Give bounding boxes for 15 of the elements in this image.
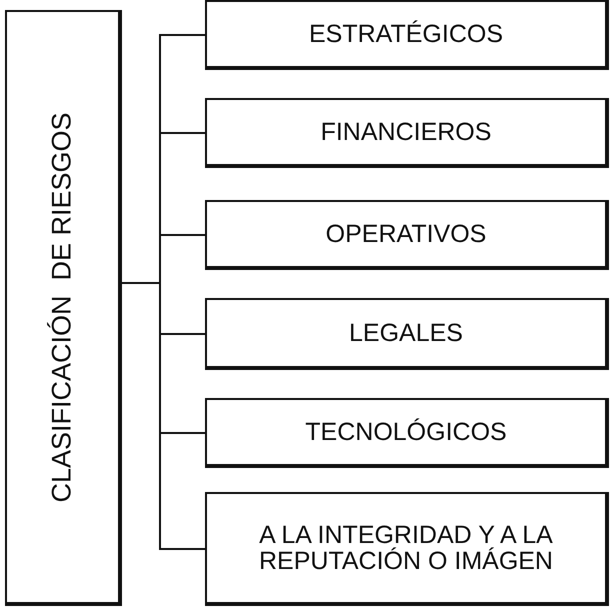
box-label: A LA INTEGRIDAD Y A LA REPUTACIÓN O IMÁGEN — [258, 522, 554, 574]
category-box — [205, 200, 609, 270]
category-box — [5, 10, 122, 606]
box-label: ESTRATÉGICOS — [308, 20, 503, 48]
box-label: FINANCIEROS — [320, 118, 492, 146]
category-box — [205, 398, 609, 468]
box-label: TECNOLÓGICOS — [305, 418, 507, 446]
box-label: LEGALES — [349, 320, 463, 346]
category-box — [205, 0, 609, 70]
box-label: CLASIFICACIÓN DE RIESGOS — [47, 112, 78, 502]
category-box — [205, 492, 609, 606]
connector-line — [122, 282, 205, 550]
box-label: OPERATIVOS — [326, 220, 486, 248]
category-box — [205, 298, 609, 370]
category-box — [205, 98, 609, 168]
